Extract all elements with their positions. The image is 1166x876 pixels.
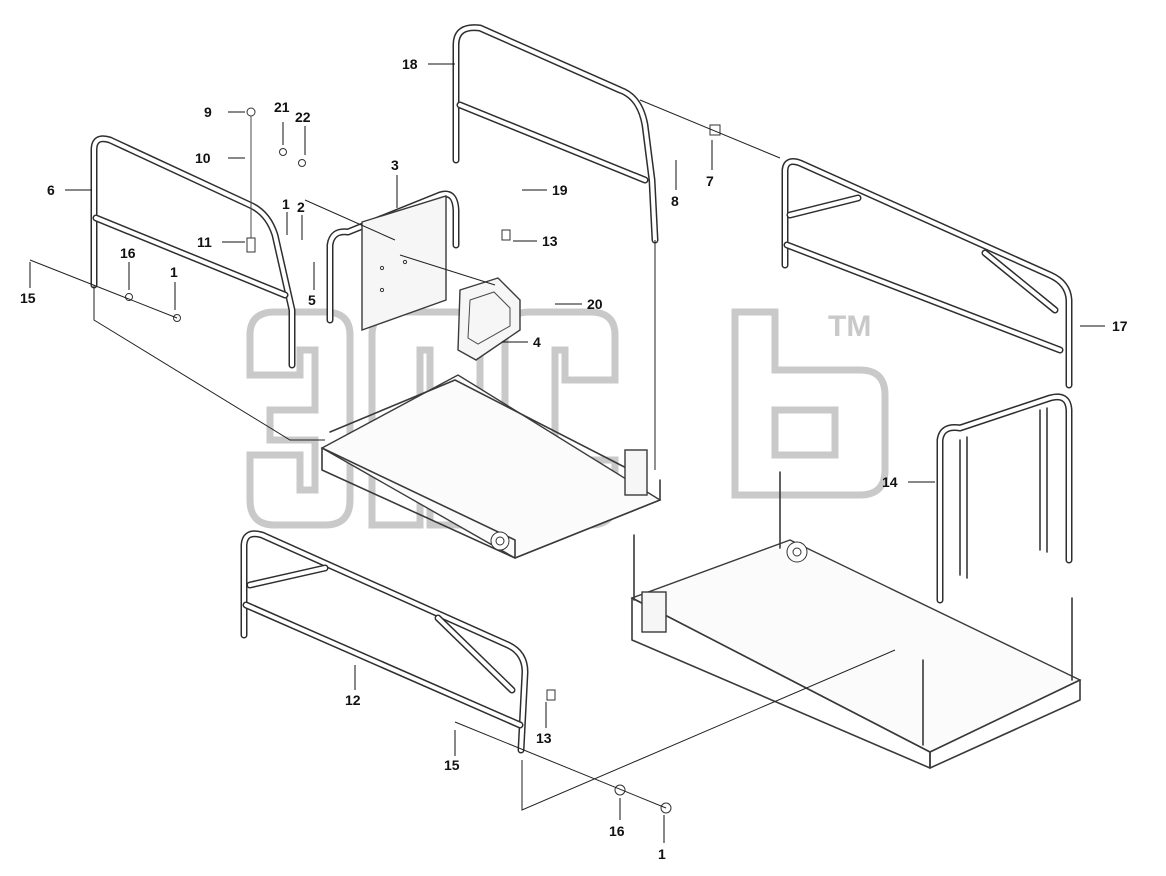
callout-10: 10 <box>195 150 211 166</box>
deck-left <box>320 374 662 559</box>
callout-14: 14 <box>882 474 898 490</box>
rail-right-front <box>936 393 1073 604</box>
callout-1: 1 <box>658 846 666 862</box>
callout-11: 11 <box>197 234 212 250</box>
callout-13: 13 <box>542 233 558 249</box>
callout-12: 12 <box>345 692 361 708</box>
callout-17: 17 <box>1112 318 1128 334</box>
rail-left <box>90 135 296 369</box>
callout-3: 3 <box>391 157 399 173</box>
assembly-lines <box>29 99 896 811</box>
callout-15: 15 <box>444 757 460 773</box>
leader-lines <box>29 63 1105 843</box>
watermark-tm: TM <box>828 310 871 343</box>
callout-18: 18 <box>402 56 418 72</box>
callout-1: 1 <box>282 196 290 212</box>
callout-1: 1 <box>170 264 178 280</box>
deck-right <box>630 471 1082 769</box>
callout-21: 21 <box>274 99 290 115</box>
callout-16: 16 <box>609 823 625 839</box>
callout-labels: 1 1 1 2 3 4 5 6 7 8 9 10 11 12 13 13 14 … <box>20 56 1128 862</box>
callout-4: 4 <box>533 334 541 350</box>
callout-20: 20 <box>587 296 603 312</box>
callout-22: 22 <box>295 109 311 125</box>
callout-15: 15 <box>20 290 36 306</box>
callout-13: 13 <box>536 730 552 746</box>
control-box <box>457 277 521 361</box>
callout-2: 2 <box>297 199 305 215</box>
rail-right-rear <box>781 158 1073 389</box>
callout-7: 7 <box>706 173 714 189</box>
ball-knob <box>246 107 256 117</box>
callout-6: 6 <box>47 182 55 198</box>
callout-8: 8 <box>671 193 679 209</box>
callout-5: 5 <box>308 292 316 308</box>
callout-16: 16 <box>120 245 136 261</box>
hardware <box>125 107 721 814</box>
callout-19: 19 <box>552 182 568 198</box>
gate-panel-assembly <box>326 190 460 331</box>
rail-rear-upper <box>452 24 659 244</box>
callout-9: 9 <box>204 104 212 120</box>
rail-front-lower <box>240 530 529 754</box>
